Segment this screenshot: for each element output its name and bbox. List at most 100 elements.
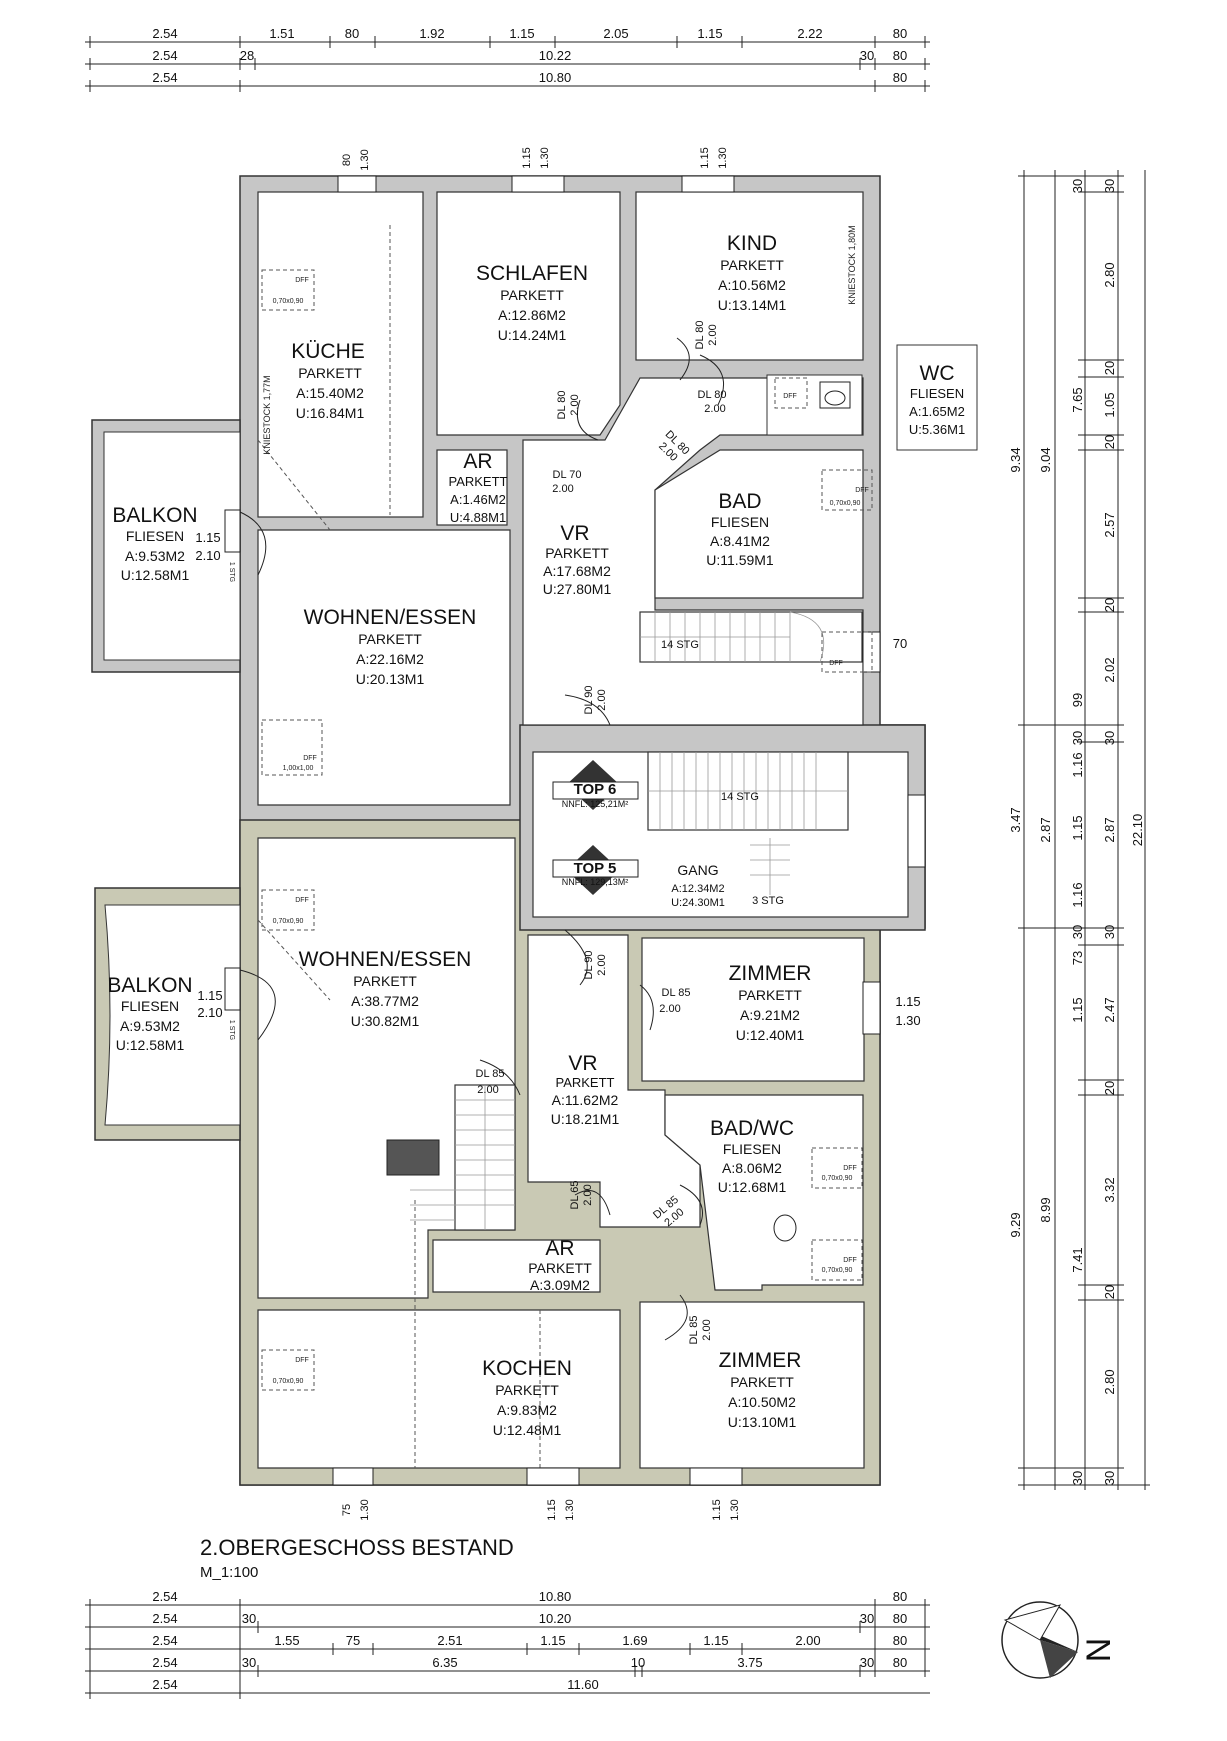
bottom-dimension-chain: 2.54 10.80 80 2.54 30 10.20 30 80 2.54 1… xyxy=(85,1589,930,1699)
svg-text:DL 80: DL 80 xyxy=(556,391,568,420)
room-ar-top-perimeter: U:4.88M1 xyxy=(450,510,506,525)
bottom-dim-r3-8: 80 xyxy=(893,1633,907,1648)
bottom-dim-r4-0: 2.54 xyxy=(152,1655,177,1670)
svg-text:1.15: 1.15 xyxy=(699,147,711,168)
room-balkon-top-area: A:9.53M2 xyxy=(125,548,185,564)
svg-text:DFF: DFF xyxy=(829,660,843,667)
room-badwc-perimeter: U:12.68M1 xyxy=(718,1179,787,1195)
svg-text:3.32: 3.32 xyxy=(1102,1177,1117,1202)
right-dimension-lines xyxy=(1018,170,1150,1490)
room-kind-floor: PARKETT xyxy=(720,257,784,273)
room-vr-bottom-floor: PARKETT xyxy=(556,1075,615,1090)
svg-text:1.15: 1.15 xyxy=(197,988,222,1003)
svg-text:1.16: 1.16 xyxy=(1070,752,1085,777)
room-badwc-area: A:8.06M2 xyxy=(722,1160,782,1176)
svg-text:1 STG: 1 STG xyxy=(228,562,235,582)
svg-text:30: 30 xyxy=(1070,731,1085,745)
top-dim-r1-4: 1.15 xyxy=(509,26,534,41)
svg-text:1,00x1,00: 1,00x1,00 xyxy=(283,765,314,772)
svg-text:DFF: DFF xyxy=(295,277,309,284)
room-schlafen-name: SCHLAFEN xyxy=(476,262,588,285)
plan-title: 2.OBERGESCHOSS BESTAND xyxy=(200,1535,514,1560)
top-dim-r1-7: 2.22 xyxy=(797,26,822,41)
top-dim-r2-4: 80 xyxy=(893,48,907,63)
svg-text:30: 30 xyxy=(1070,179,1085,193)
svg-text:DFF: DFF xyxy=(303,755,317,762)
room-vr-bottom-perimeter: U:18.21M1 xyxy=(551,1111,620,1127)
top6-name: TOP 6 xyxy=(574,781,617,798)
svg-text:2.80: 2.80 xyxy=(1102,262,1117,287)
room-balkon-top-perimeter: U:12.58M1 xyxy=(121,567,190,583)
svg-text:DL 80: DL 80 xyxy=(698,389,727,401)
room-kind-perimeter: U:13.14M1 xyxy=(718,297,787,313)
svg-text:DL 90: DL 90 xyxy=(583,951,595,980)
svg-text:2.00: 2.00 xyxy=(477,1084,498,1096)
bottom-dim-r1-2: 80 xyxy=(893,1589,907,1604)
svg-text:30: 30 xyxy=(1102,179,1117,193)
room-vr-top-name: VR xyxy=(560,522,589,545)
svg-text:1.30: 1.30 xyxy=(359,149,371,170)
room-vr-top-perimeter: U:27.80M1 xyxy=(543,581,612,597)
windows xyxy=(224,175,926,1486)
svg-text:2.87: 2.87 xyxy=(1038,817,1053,842)
svg-text:2.00: 2.00 xyxy=(596,954,608,975)
svg-text:7.65: 7.65 xyxy=(1070,387,1085,412)
dff-markers xyxy=(261,269,873,1391)
room-bad-name: BAD xyxy=(718,490,761,513)
room-wc-perimeter: U:5.36M1 xyxy=(909,422,965,437)
room-ar-top-name: AR xyxy=(463,450,492,473)
room-labels: KÜCHE PARKETT A:15.40M2 U:16.84M1 SCHLAF… xyxy=(107,232,978,1438)
top-dim-r3-0: 2.54 xyxy=(152,70,177,85)
svg-text:1.30: 1.30 xyxy=(359,1499,371,1520)
bottom-dim-r2-0: 2.54 xyxy=(152,1611,177,1626)
room-wohnen-top-area: A:22.16M2 xyxy=(356,651,424,667)
room-ar-bottom-name: AR xyxy=(545,1237,574,1260)
bottom-dim-r5-0: 2.54 xyxy=(152,1677,177,1692)
svg-text:0,70x0,90: 0,70x0,90 xyxy=(822,1267,853,1274)
svg-text:DL 85: DL 85 xyxy=(662,987,691,999)
room-gang-perimeter: U:24.30M1 xyxy=(671,897,725,909)
svg-text:2.47: 2.47 xyxy=(1102,997,1117,1022)
room-wc-floor: FLIESEN xyxy=(910,386,964,401)
svg-text:8.99: 8.99 xyxy=(1038,1197,1053,1222)
room-zimmer2-area: A:10.50M2 xyxy=(728,1394,796,1410)
svg-text:9.04: 9.04 xyxy=(1038,447,1053,472)
svg-text:20: 20 xyxy=(1102,1285,1117,1299)
room-wohnen-bottom-name: WOHNEN/ESSEN xyxy=(299,948,472,971)
north-label: N xyxy=(1080,1638,1118,1663)
room-bad-area: A:8.41M2 xyxy=(710,533,770,549)
svg-text:0,70x0,90: 0,70x0,90 xyxy=(273,298,304,305)
svg-text:1.15: 1.15 xyxy=(1070,997,1085,1022)
svg-text:1.30: 1.30 xyxy=(729,1499,741,1520)
room-wohnen-bottom-area: A:38.77M2 xyxy=(351,993,419,1009)
room-ar-bottom-area: A:3.09M2 xyxy=(530,1277,590,1293)
svg-text:30: 30 xyxy=(1102,1471,1117,1485)
room-vr-top-area: A:17.68M2 xyxy=(543,563,611,579)
bottom-dim-r2-1: 30 xyxy=(242,1611,256,1626)
top-dim-r2-1: 28 xyxy=(240,48,254,63)
bottom-dim-r3-2: 75 xyxy=(346,1633,360,1648)
stair-labels: 14 STG 14 STG 3 STG xyxy=(661,639,784,907)
svg-text:1.16: 1.16 xyxy=(1070,882,1085,907)
svg-text:30: 30 xyxy=(1102,731,1117,745)
bottom-dim-r3-4: 1.15 xyxy=(540,1633,565,1648)
svg-text:7.41: 7.41 xyxy=(1070,1247,1085,1272)
room-kochen-area: A:9.83M2 xyxy=(497,1402,557,1418)
top-dim-r1-2: 80 xyxy=(345,26,359,41)
svg-text:0,70x0,90: 0,70x0,90 xyxy=(822,1175,853,1182)
svg-text:14 STG: 14 STG xyxy=(721,791,759,803)
svg-text:2.00: 2.00 xyxy=(707,324,719,345)
svg-text:2.00: 2.00 xyxy=(701,1319,713,1340)
room-ar-bottom-floor: PARKETT xyxy=(528,1260,592,1276)
room-wohnen-bottom-perimeter: U:30.82M1 xyxy=(351,1013,420,1029)
room-balkon-bottom-floor: FLIESEN xyxy=(121,998,179,1014)
svg-text:30: 30 xyxy=(1070,925,1085,939)
bottom-dim-r3-6: 1.15 xyxy=(703,1633,728,1648)
svg-text:1.30: 1.30 xyxy=(539,147,551,168)
bottom-dim-r4-1: 30 xyxy=(242,1655,256,1670)
room-kind-name: KIND xyxy=(727,232,777,255)
svg-text:1.15: 1.15 xyxy=(895,994,920,1009)
svg-text:1.30: 1.30 xyxy=(895,1013,920,1028)
top-dim-r1-0: 2.54 xyxy=(152,26,177,41)
